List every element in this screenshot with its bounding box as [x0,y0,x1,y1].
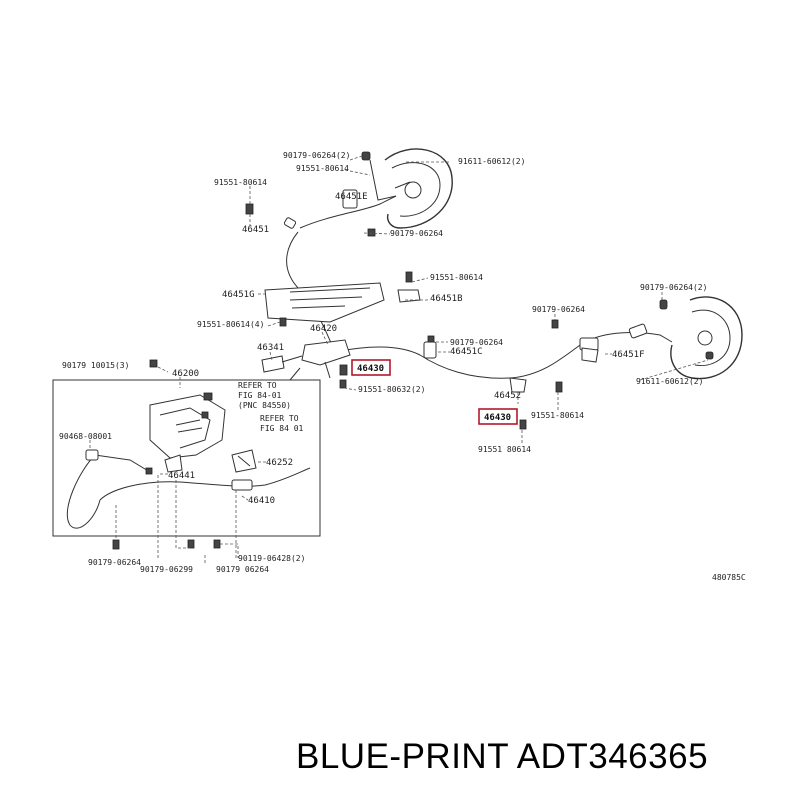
clip-46451c [423,335,437,359]
brake-backing-plate-left [361,148,453,229]
highlight-46430-a[interactable]: 46430 [357,364,384,374]
cable-bracket-46451g [264,282,385,327]
lever-assembly-frame [52,379,321,537]
label-90179-06264-2-a: 90179-06264(2) [283,151,350,160]
refer-note-2-line1: REFER TO [260,414,299,423]
label-91551-80614-c: 91551-80614 [430,273,483,282]
label-90179-06264-c: 90179-06264 [532,305,585,314]
label-91551-80614-e: 91551 80614 [478,445,531,454]
label-90179-06264-a: 90179-06264 [390,229,443,238]
highlight-46430-b[interactable]: 46430 [484,413,511,423]
label-46441: 46441 [168,471,195,481]
label-90179-10015-3: 90179 10015(3) [62,361,129,370]
label-46451c: 46451C [450,347,483,357]
refer-note-1-line2: FIG 84-01 [238,391,282,400]
label-46451e: 46451E [335,192,368,202]
clip-46452 [509,377,563,430]
label-90179-06299: 90179-06299 [140,565,193,574]
refer-note-2-line2: FIG 84 01 [260,424,304,433]
refer-note-1-line3: (PNC 84550) [238,401,291,410]
leader-lines [89,155,709,565]
label-figure-code: 480785C [712,573,746,582]
brand-part-number: BLUE-PRINT ADT346365 [296,737,709,776]
label-46410: 46410 [248,496,275,506]
highlight-box-1 [351,359,391,376]
parking-brake-lever-46200 [149,392,257,473]
clip-46451b [397,271,421,303]
highlight-box-2 [478,408,518,425]
label-46420: 46420 [310,324,337,334]
equalizer-46420 [261,339,351,389]
refer-note-1-line1: REFER TO [238,381,277,390]
label-91611-60612-2-a: 91611-60612(2) [458,157,525,166]
label-91551-80614-a: 91551-80614 [296,164,349,173]
clip-46451f [551,319,599,363]
label-91551-80614-b: 91551-80614 [214,178,267,187]
label-90179-06264-d: 90179-06264 [88,558,141,567]
label-90179-06264-e: 90179 06264 [216,565,269,574]
label-90179-06264-2-b: 90179-06264(2) [640,283,707,292]
fasteners [112,203,376,550]
brake-backing-plate-right [659,296,743,380]
label-90468-08001: 90468-08001 [59,432,112,441]
label-91551-80632-2: 91551-80632(2) [358,385,425,394]
label-91551-80614-d: 91551-80614 [531,411,584,420]
label-46200: 46200 [172,369,199,379]
label-46452: 46452 [494,391,521,401]
label-91551-80614-4: 91551-80614(4) [197,320,264,329]
label-46451g: 46451G [222,290,255,300]
label-46451b: 46451B [430,294,463,304]
label-90119-06428-2: 90119-06428(2) [238,554,305,563]
label-90179-06264-b: 90179-06264 [450,338,503,347]
front-cable-46410 [66,449,311,529]
label-46341: 46341 [257,343,284,353]
label-46451f: 46451F [612,350,645,360]
label-46252: 46252 [266,458,293,468]
rear-cable-left [283,181,411,346]
label-46451: 46451 [242,225,269,235]
label-91611-60612-2-b: 91611-60612(2) [636,377,703,386]
